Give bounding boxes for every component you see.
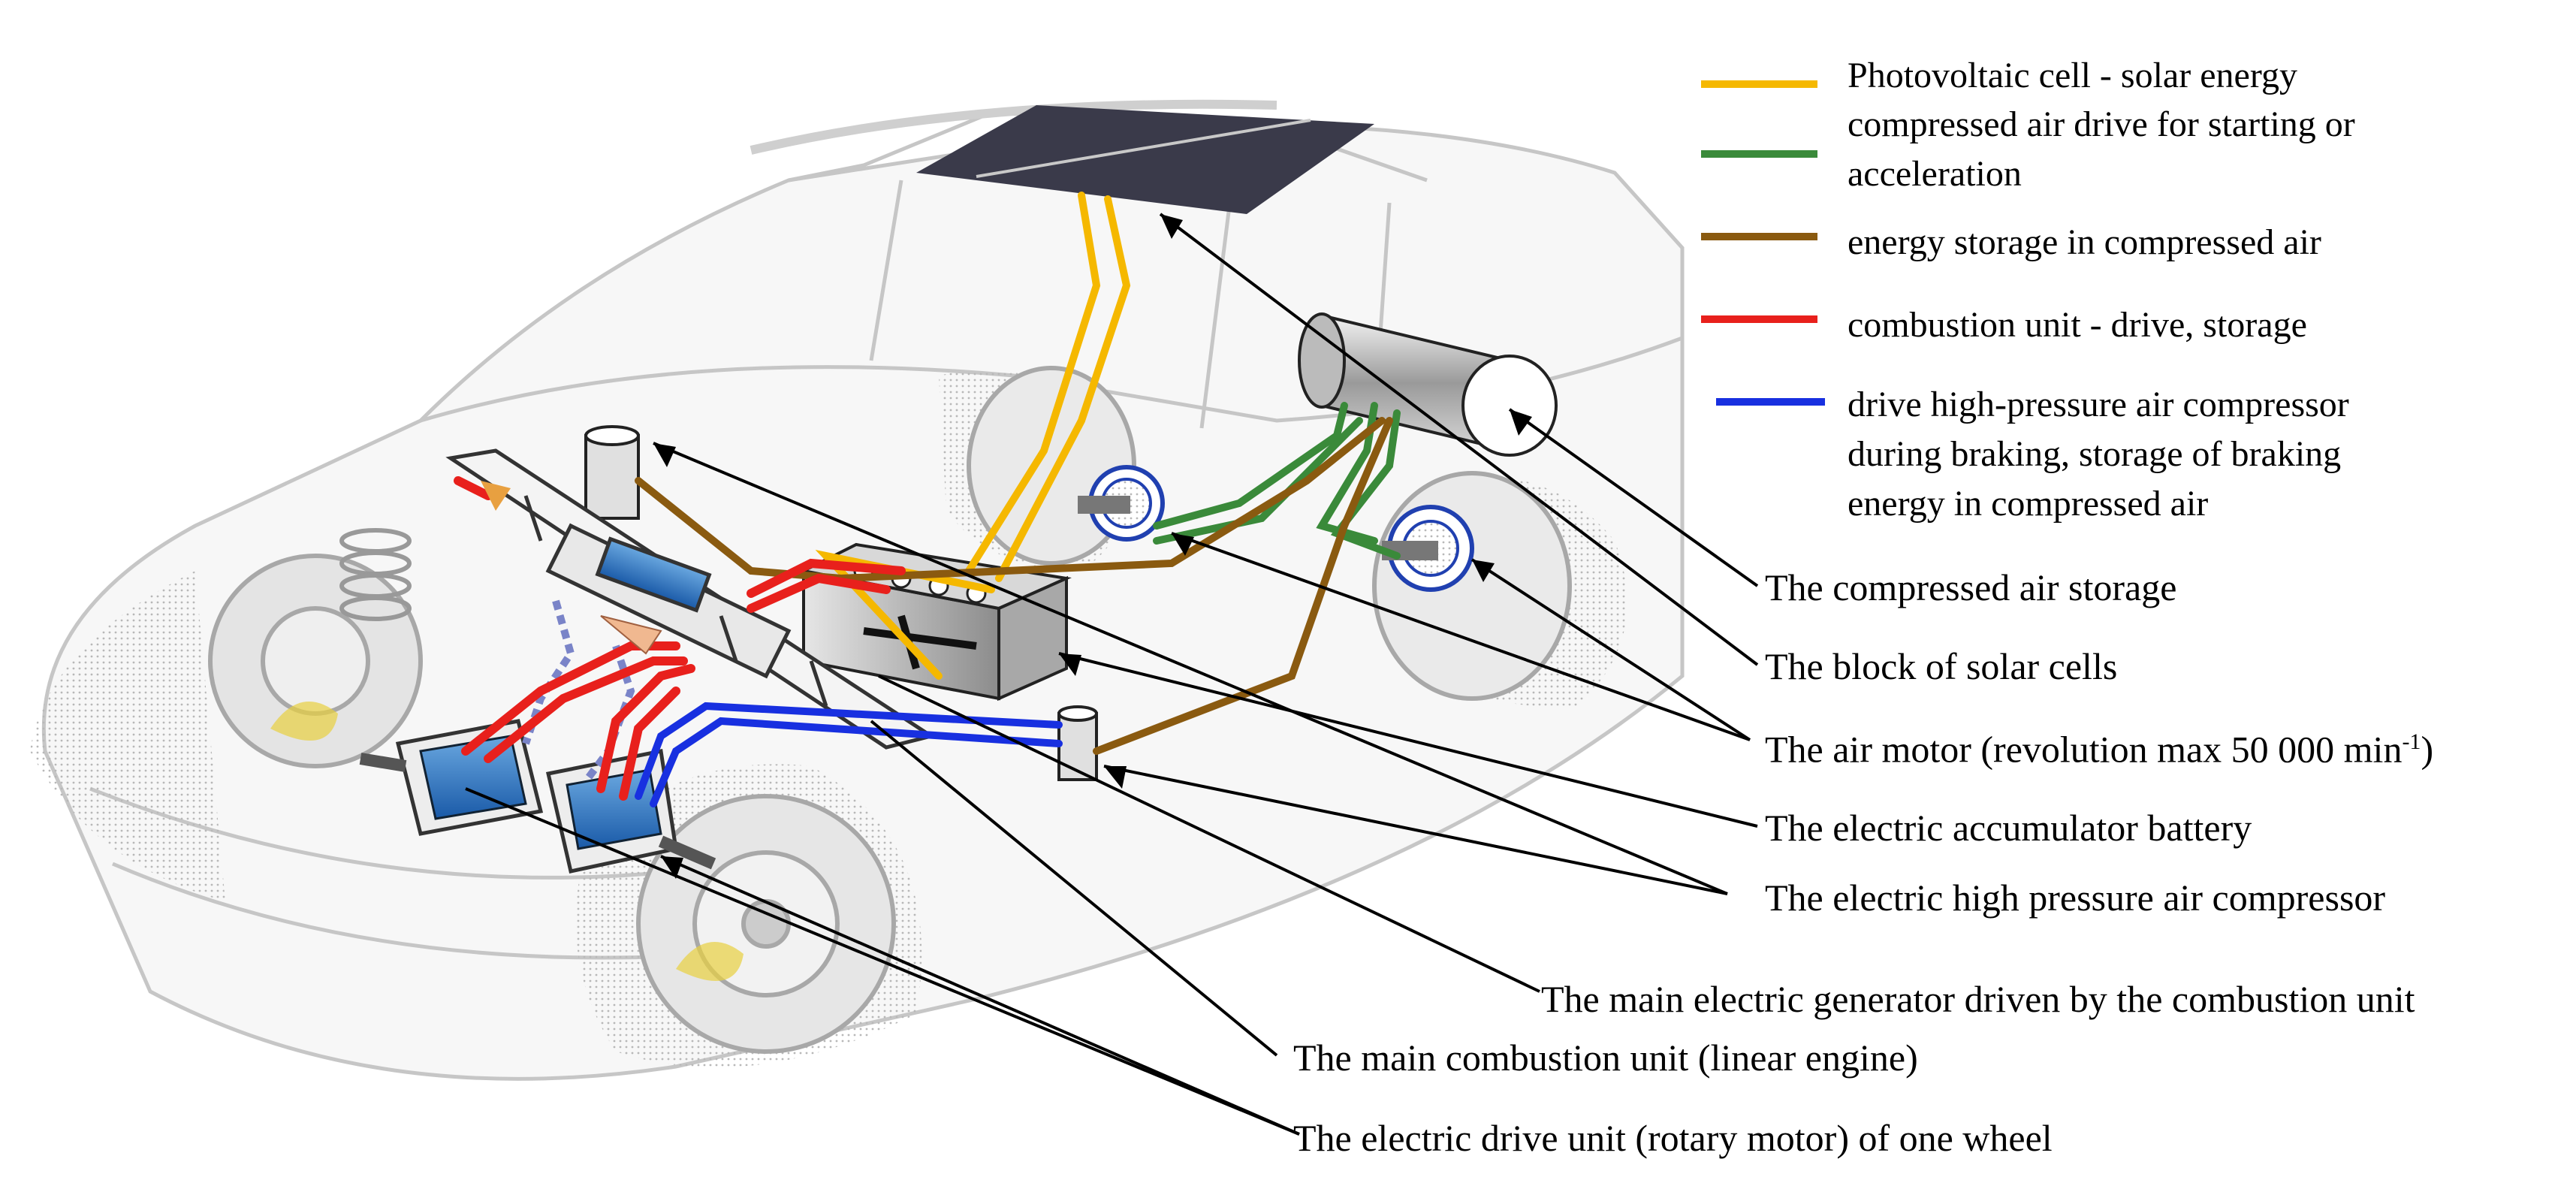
air-storage-lines [635, 417, 1393, 755]
callout-accumulator-battery: The electric accumulator battery [1765, 807, 2252, 849]
callout-electric-drive-unit: The electric drive unit (rotary motor) o… [1293, 1117, 2053, 1159]
callout-hp-air-compressor: The electric high pressure air compresso… [1765, 877, 2386, 919]
legend-label: Photovoltaic cell - solar energy [1848, 56, 2297, 95]
spring [339, 528, 412, 621]
callout-compressed-air-storage: The compressed air storage [1765, 566, 2177, 608]
combustion-cylinder [584, 425, 640, 520]
legend-label: acceleration [1848, 154, 2022, 194]
legend-label: combustion unit - drive, storage [1848, 305, 2307, 345]
linear-engine-assembly [445, 448, 937, 750]
callout-solar-cells: The block of solar cells [1765, 645, 2118, 687]
piston-arrow [481, 481, 511, 511]
brake-caliper [676, 942, 744, 981]
air-motor-left [1078, 465, 1165, 542]
piston-arrow [600, 615, 662, 655]
leader-lines [465, 213, 1759, 1136]
hp-air-compressor [1057, 705, 1098, 781]
callout-air-motor-text: The air motor (revolution max 50 000 min [1765, 728, 2403, 771]
leader-arrowheads [653, 214, 1532, 879]
legend-swatches [1701, 80, 1825, 406]
legend-label: energy in compressed air [1848, 484, 2209, 524]
solar-energy-lines [815, 192, 1131, 680]
callout-air-motor: The air motor (revolution max 50 000 min… [1765, 720, 2433, 772]
legend-label: compressed air drive for starting or [1848, 104, 2355, 144]
solar-panel [916, 105, 1374, 214]
callout-main-generator: The main electric generator driven by th… [1541, 978, 2415, 1020]
legend-label: energy storage in compressed air [1848, 222, 2321, 262]
braking-compressor-lines [635, 702, 1063, 807]
legend-label: drive high-pressure air compressor [1848, 385, 2349, 424]
callout-air-motor-exponent: -1 [2402, 729, 2421, 754]
brake-caliper [270, 702, 338, 741]
air-motor-right [1382, 505, 1474, 592]
callout-combustion-unit: The main combustion unit (linear engine) [1293, 1037, 1918, 1079]
legend-label: during braking, storage of braking [1848, 434, 2342, 474]
drive-chain [522, 599, 575, 745]
combustion-lines [454, 476, 906, 801]
callout-air-motor-close: ) [2421, 728, 2434, 771]
